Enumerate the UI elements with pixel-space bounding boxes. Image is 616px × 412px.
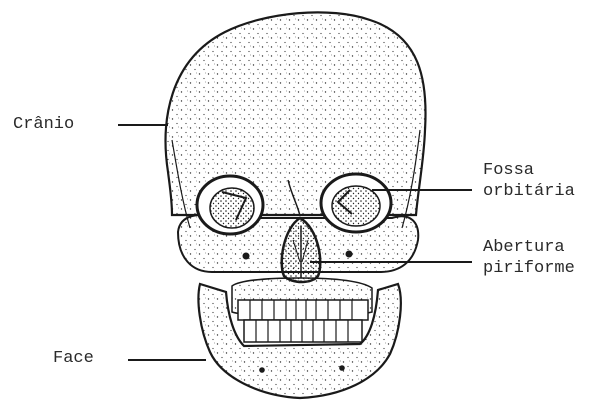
label-abertura-line2: piriforme xyxy=(483,258,575,279)
label-fossa-line2: orbitária xyxy=(483,181,575,202)
label-fossa-orbitaria: Fossa orbitária xyxy=(483,160,575,202)
label-abertura-piriforme: Abertura piriforme xyxy=(483,237,575,279)
label-abertura-line1: Abertura xyxy=(483,237,575,258)
label-fossa-line1: Fossa xyxy=(483,160,575,181)
label-face: Face xyxy=(53,348,94,369)
label-cranio: Crânio xyxy=(13,114,74,135)
